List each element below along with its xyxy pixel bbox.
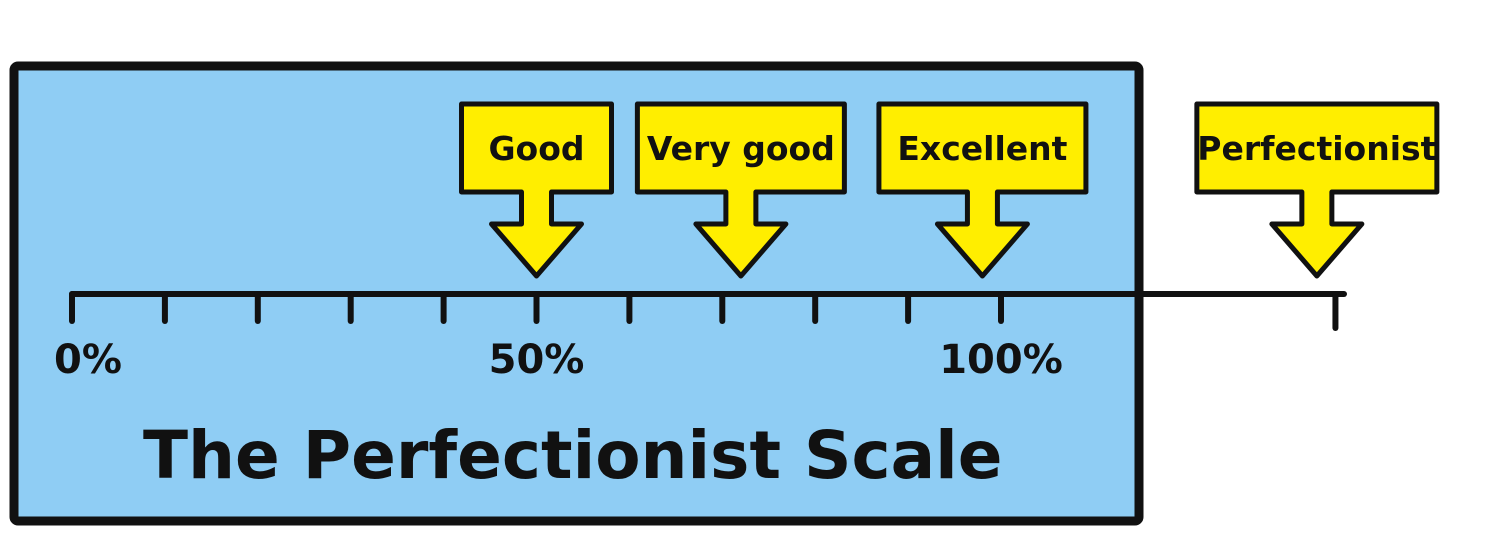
marker-callout-shape	[459, 101, 614, 279]
tick-label-0: 0%	[54, 337, 122, 383]
marker-excellent: Excellent	[876, 101, 1089, 279]
tick-label-100: 100%	[939, 337, 1063, 383]
marker-callout-shape	[634, 101, 847, 279]
marker-label: Good	[488, 129, 584, 168]
marker-callout-shape	[876, 101, 1089, 279]
marker-good: Good	[459, 101, 614, 279]
tick-group	[69, 291, 1339, 331]
diagram-title: The Perfectionist Scale	[143, 417, 1003, 494]
tick-label-50: 50%	[489, 337, 585, 383]
marker-label: Excellent	[897, 129, 1067, 168]
marker-label: Perfectionist	[1197, 129, 1436, 168]
marker-label: Very good	[647, 129, 835, 168]
tick-label-group: 0% 50% 100%	[54, 337, 1063, 383]
marker-group: Good Very good Excellent Perfectionist	[459, 101, 1440, 279]
marker-callout-shape	[1194, 101, 1440, 279]
marker-perfectionist: Perfectionist	[1194, 101, 1440, 279]
marker-very-good: Very good	[634, 101, 847, 279]
